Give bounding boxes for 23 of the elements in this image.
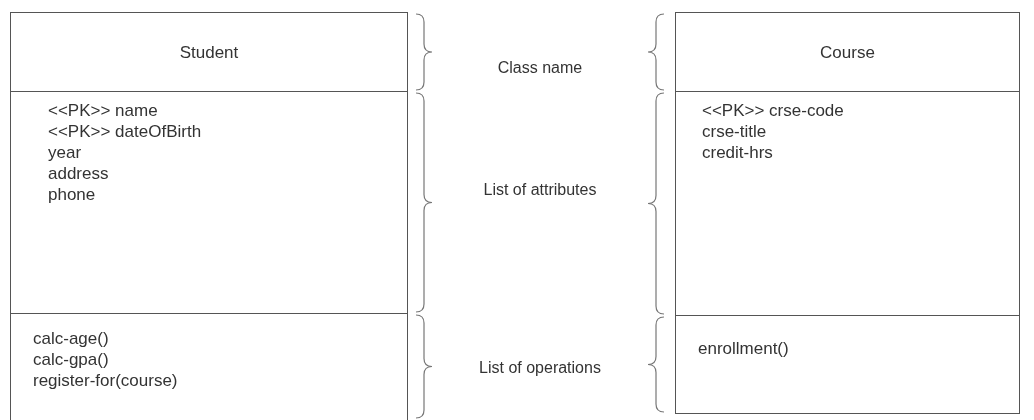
member-text: phone bbox=[48, 184, 96, 205]
class-compartment bbox=[10, 91, 408, 314]
member-text: enrollment() bbox=[698, 338, 789, 359]
annotation-text: Class name bbox=[496, 58, 584, 78]
class-name-compartment bbox=[10, 12, 408, 92]
class-compartment bbox=[675, 315, 1020, 414]
member-text: calc-age() bbox=[33, 328, 109, 349]
member-text: crse-title bbox=[702, 121, 767, 142]
class-compartment bbox=[675, 91, 1020, 316]
class-name: Course bbox=[820, 41, 875, 63]
member-text: credit-hrs bbox=[702, 142, 773, 163]
member-text: year bbox=[48, 142, 82, 163]
member-text: calc-gpa() bbox=[33, 349, 109, 370]
member-text: <<PK>> name bbox=[48, 100, 158, 121]
class-name-compartment bbox=[675, 12, 1020, 92]
member-text: register-for(course) bbox=[33, 370, 178, 391]
member-text: <<PK>> dateOfBirth bbox=[48, 121, 202, 142]
class-name: Student bbox=[179, 41, 239, 63]
class-compartment bbox=[10, 313, 408, 420]
annotation-text: List of operations bbox=[478, 358, 602, 378]
annotation-text: List of attributes bbox=[482, 180, 598, 200]
member-text: address bbox=[48, 163, 109, 184]
member-text: <<PK>> crse-code bbox=[702, 100, 844, 121]
